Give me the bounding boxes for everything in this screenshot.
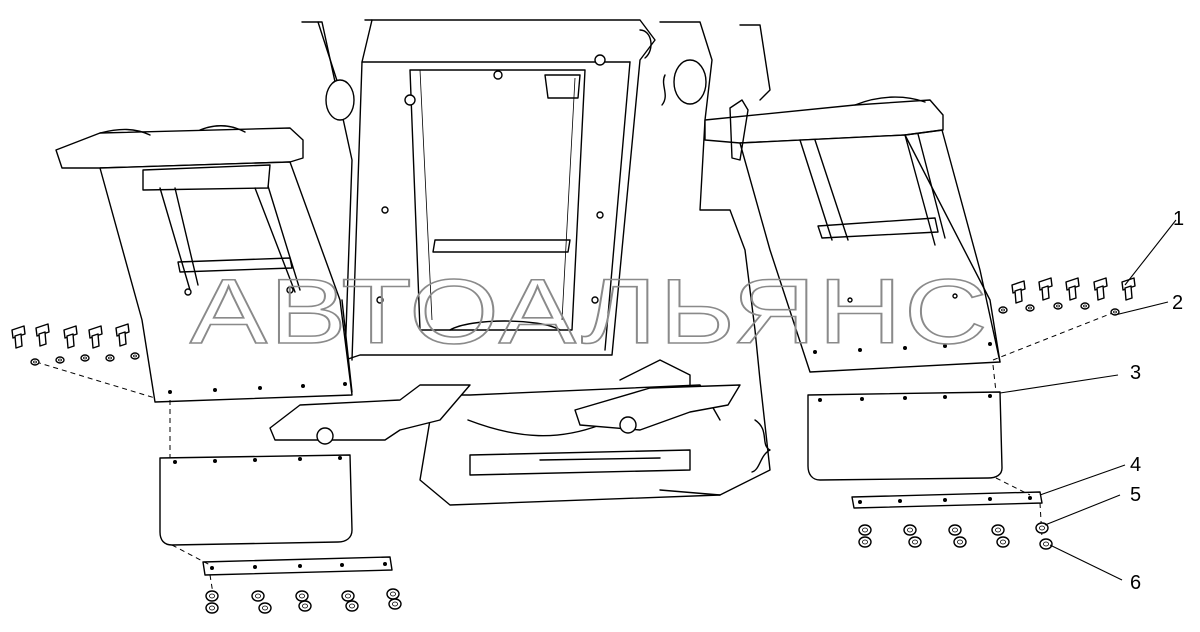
- mounting-hole: [903, 346, 907, 350]
- nut: [903, 524, 917, 536]
- mounting-hole: [298, 457, 302, 461]
- callout-6: 6: [1130, 572, 1141, 594]
- nut: [251, 590, 265, 602]
- mounting-hole: [298, 564, 302, 568]
- nut: [996, 536, 1010, 548]
- washer: [30, 358, 40, 366]
- mounting-hole: [253, 458, 257, 462]
- nut: [298, 600, 312, 612]
- mounting-hole: [253, 565, 257, 569]
- washer: [105, 354, 115, 362]
- watermark: АВТОАЛЬЯНС: [190, 261, 990, 363]
- mounting-hole: [903, 396, 907, 400]
- bolt: [1038, 277, 1053, 301]
- callout-2: 2: [1172, 292, 1183, 314]
- mounting-hole: [1028, 496, 1032, 500]
- callout-4: 4: [1130, 454, 1141, 476]
- nut: [386, 588, 400, 600]
- mounting-hole: [213, 388, 217, 392]
- mounting-hole: [858, 348, 862, 352]
- mounting-hole: [173, 460, 177, 464]
- mounting-hole: [988, 497, 992, 501]
- mounting-hole: [210, 566, 214, 570]
- fasteners: [11, 277, 1136, 614]
- nut: [205, 590, 219, 602]
- left-fender: [55, 125, 353, 403]
- mounting-hole: [168, 390, 172, 394]
- nut: [858, 536, 872, 548]
- mounting-holes: [168, 342, 1032, 570]
- right-mud-flap: [807, 391, 1003, 481]
- mounting-hole: [943, 395, 947, 399]
- washer: [1053, 302, 1063, 310]
- mounting-hole: [943, 498, 947, 502]
- bolt: [35, 323, 50, 347]
- washer: [130, 352, 140, 360]
- nut: [858, 524, 872, 536]
- bolt: [1011, 280, 1026, 304]
- mounting-hole: [858, 500, 862, 504]
- washer: [1025, 304, 1035, 312]
- mounting-hole: [943, 344, 947, 348]
- mounting-hole: [383, 562, 387, 566]
- mounting-hole: [988, 342, 992, 346]
- left-mud-flap: [159, 454, 353, 546]
- nut: [205, 602, 219, 614]
- washer: [998, 306, 1008, 314]
- bolt: [1093, 277, 1108, 301]
- nut: [341, 590, 355, 602]
- mounting-hole: [818, 398, 822, 402]
- callout-5: 5: [1130, 484, 1141, 506]
- right-fender: [704, 96, 1001, 373]
- nut: [991, 524, 1005, 536]
- washer: [1080, 302, 1090, 310]
- nut: [388, 598, 402, 610]
- bolt: [88, 325, 103, 349]
- nut: [953, 536, 967, 548]
- nut: [1035, 522, 1049, 534]
- nut: [948, 524, 962, 536]
- washer: [55, 356, 65, 364]
- nut: [295, 590, 309, 602]
- mounting-hole: [988, 394, 992, 398]
- bolt: [63, 325, 78, 349]
- callout-labels: 1 2 3 4 5 6: [1130, 208, 1184, 594]
- mounting-hole: [343, 382, 347, 386]
- mounting-hole: [340, 563, 344, 567]
- callout-leaders: [999, 219, 1177, 581]
- cab-frame: [269, 19, 771, 506]
- mounting-hole: [898, 499, 902, 503]
- callout-1: 1: [1173, 208, 1184, 230]
- bolt: [1065, 277, 1080, 301]
- mounting-hole: [338, 456, 342, 460]
- bolt: [11, 325, 26, 349]
- mounting-hole: [213, 459, 217, 463]
- nut: [345, 600, 359, 612]
- mounting-hole: [860, 397, 864, 401]
- washer: [1110, 308, 1120, 316]
- mounting-hole: [813, 350, 817, 354]
- mounting-hole: [301, 384, 305, 388]
- nut: [908, 536, 922, 548]
- left-clamp-strip: [202, 556, 393, 576]
- bolt: [115, 323, 130, 347]
- nut: [258, 602, 272, 614]
- mounting-hole: [258, 386, 262, 390]
- washer: [80, 354, 90, 362]
- nut: [1039, 538, 1053, 550]
- callout-3: 3: [1130, 362, 1141, 384]
